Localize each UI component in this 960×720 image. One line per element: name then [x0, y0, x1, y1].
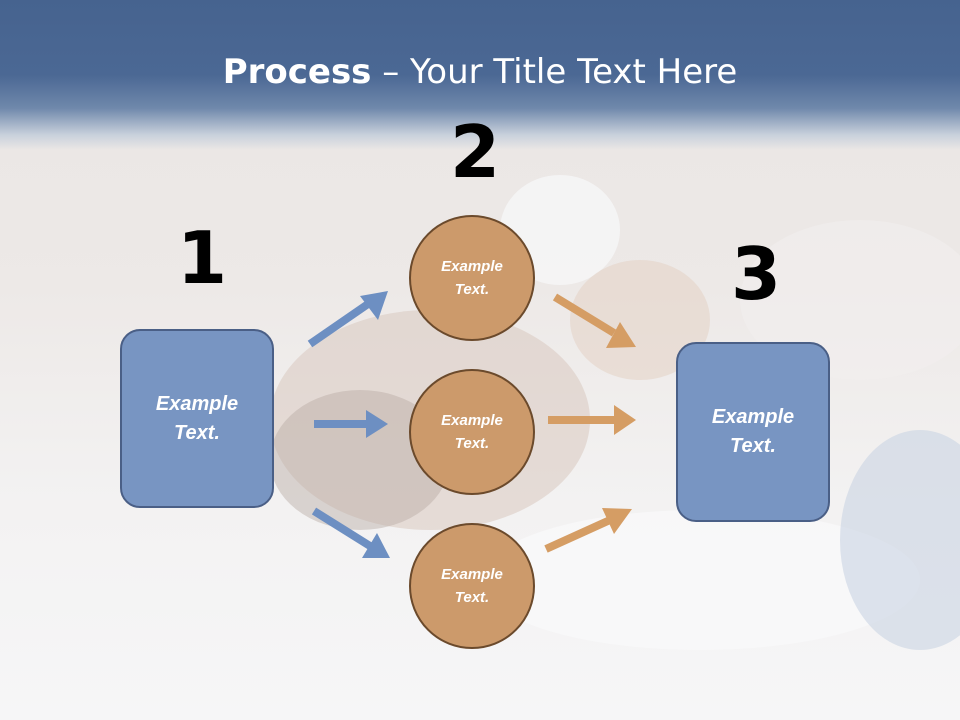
step-number-1: 1 [177, 216, 228, 300]
orange-arrow-up [544, 508, 632, 553]
blue-arrow-right [314, 410, 388, 438]
title-rest: – Your Title Text Here [371, 52, 738, 92]
step-number-3: 3 [731, 232, 782, 316]
process-box-right: Example Text. [676, 342, 830, 522]
blue-arrow-down [311, 507, 390, 558]
step-number-2: 2 [450, 110, 501, 194]
process-box-right-label: Example Text. [711, 406, 795, 457]
orange-arrow-right [548, 405, 636, 435]
title-bold: Process [222, 52, 372, 92]
orange-arrow-down [552, 293, 636, 348]
process-box-left: Example Text. [120, 329, 274, 508]
process-circle-bottom-label: Example Text. [441, 566, 503, 606]
process-circle-bottom: Example Text. [409, 523, 535, 649]
process-box-left-label: Example Text. [155, 392, 239, 444]
slide-title: Process – Your Title Text Here [0, 52, 960, 92]
process-circle-top-label: Example Text. [441, 258, 503, 298]
process-circle-top: Example Text. [409, 215, 535, 341]
process-circle-middle: Example Text. [409, 369, 535, 495]
process-circle-middle-label: Example Text. [441, 412, 503, 452]
blue-arrow-up [307, 291, 388, 348]
header-bar [0, 0, 960, 150]
